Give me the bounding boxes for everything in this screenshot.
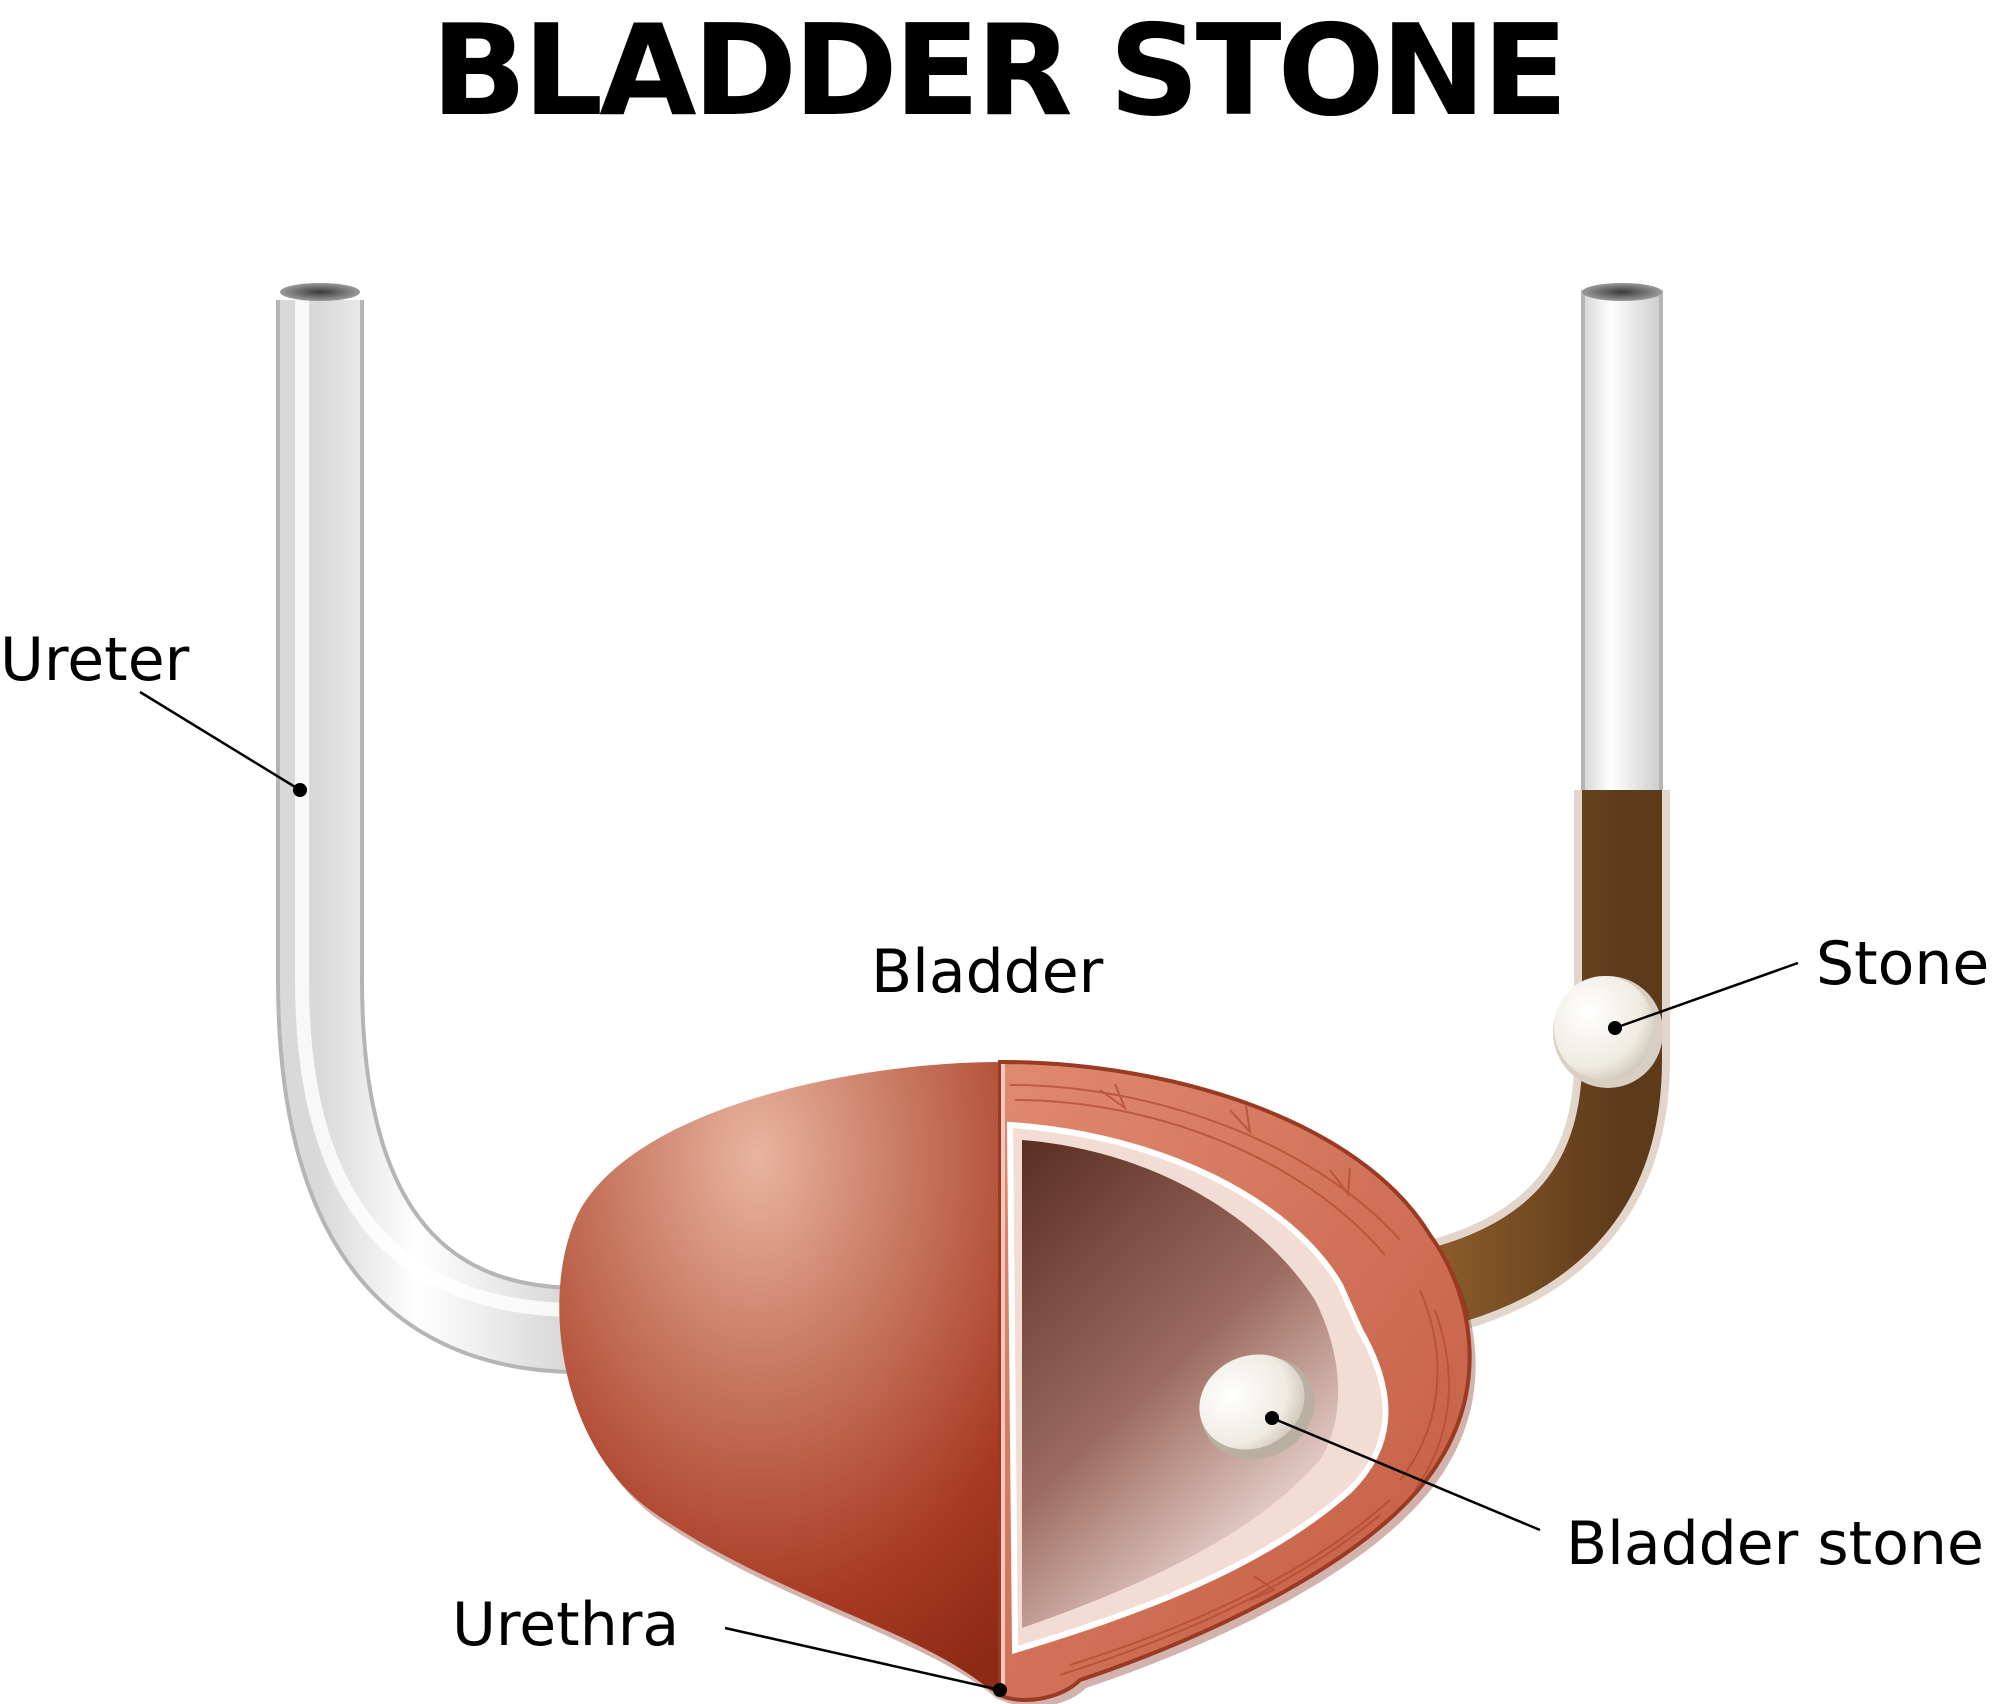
ureter-stone	[1553, 976, 1663, 1088]
left-ureter	[276, 283, 620, 1374]
right-ureter	[1581, 283, 1663, 790]
label-bladder-stone: Bladder stone	[1566, 1509, 1984, 1579]
label-stone: Stone	[1816, 929, 1990, 999]
label-urethra: Urethra	[452, 1590, 680, 1660]
label-ureter: Ureter	[0, 625, 190, 695]
bladder-stone	[1199, 1354, 1315, 1460]
label-bladder: Bladder	[871, 937, 1104, 1007]
leader-lines	[139, 690, 1799, 1692]
bladder-body	[559, 1059, 1476, 1704]
leader-dots	[293, 783, 1622, 1697]
diagram-title: BLADDER STONE	[430, 0, 1568, 144]
